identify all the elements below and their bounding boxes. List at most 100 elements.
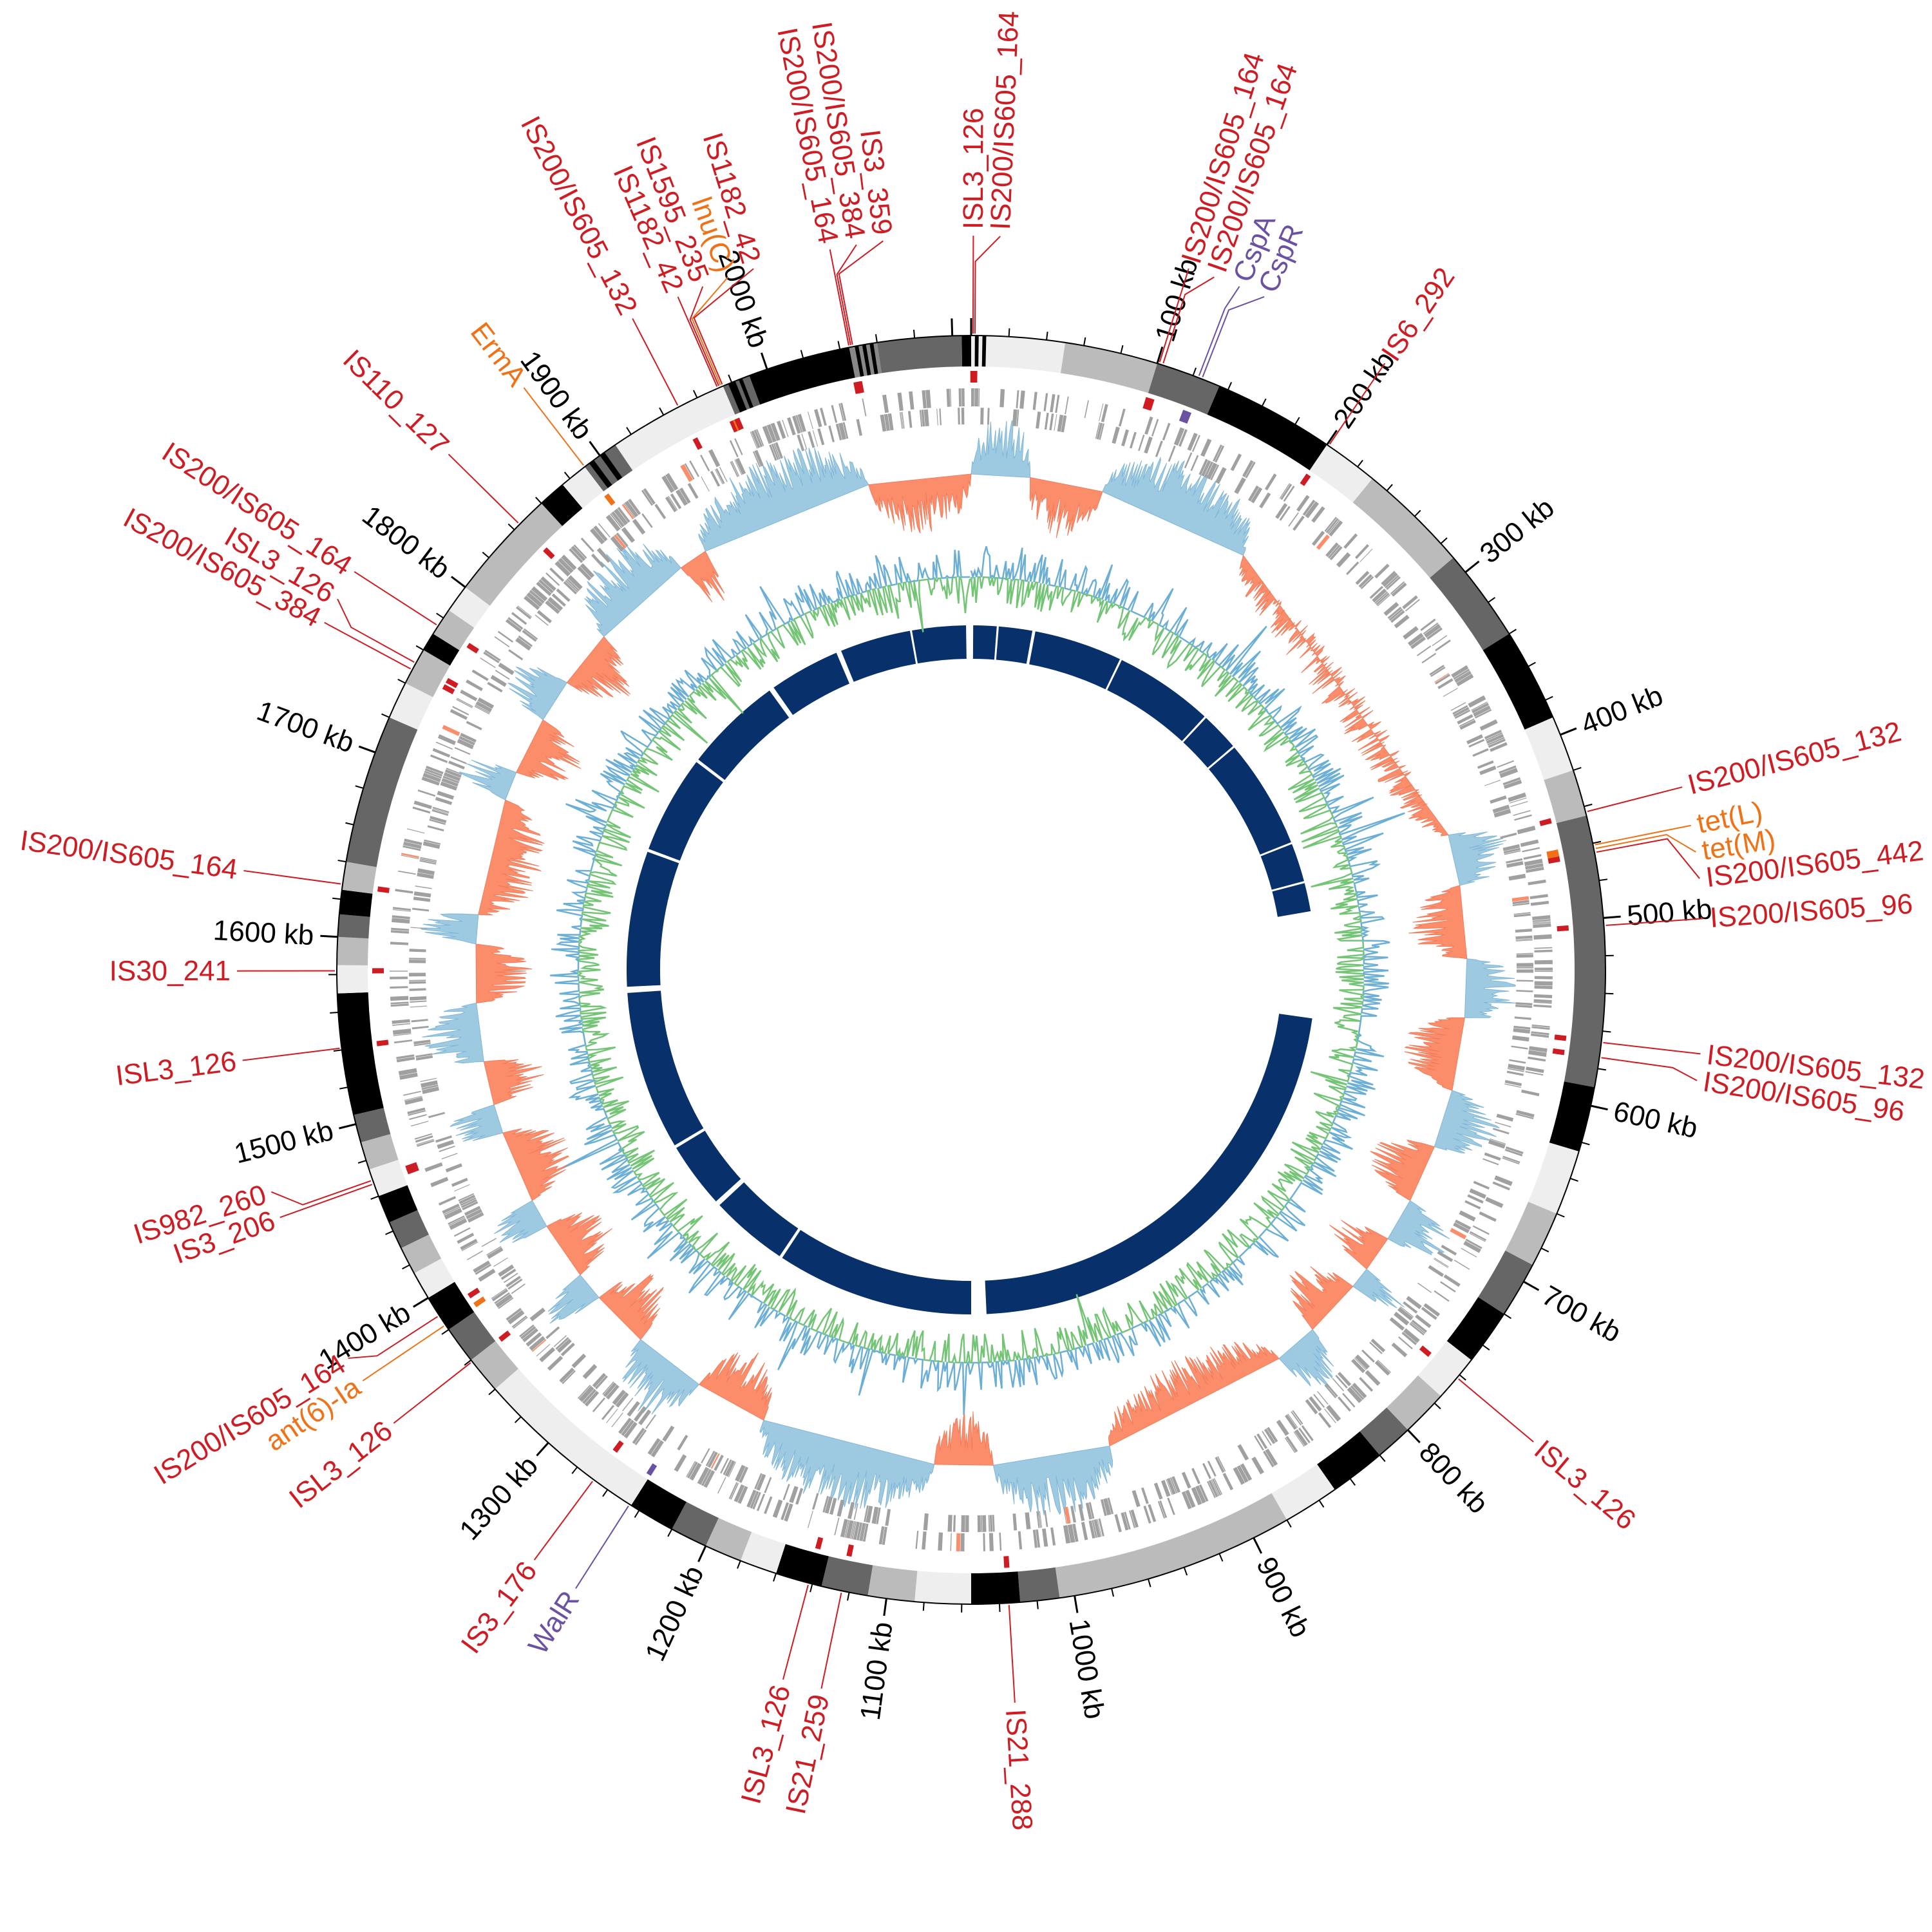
- gene-block: [680, 464, 694, 482]
- gene-block: [473, 1260, 491, 1273]
- minor-tick: [482, 551, 489, 558]
- gc-skew-negative: [483, 1059, 544, 1106]
- gc-skew-negative: [502, 1128, 569, 1201]
- feature-connector: [1458, 1378, 1534, 1443]
- gene-block: [459, 1195, 476, 1204]
- gene-block: [633, 1406, 647, 1422]
- contig-band: [728, 381, 747, 413]
- gc-skew-negative: [515, 719, 582, 781]
- minor-tick: [847, 1592, 850, 1601]
- gene-block: [432, 806, 450, 813]
- gene-block: [797, 434, 805, 451]
- gene-block: [415, 886, 432, 889]
- gene-block: [474, 706, 490, 715]
- gene-block: [565, 580, 578, 593]
- gene-block: [862, 1523, 869, 1542]
- gene-block: [1397, 1307, 1414, 1321]
- gene-block: [1279, 506, 1291, 521]
- contig-band: [584, 444, 633, 491]
- gene-block: [1440, 1281, 1456, 1293]
- minor-tick: [333, 1049, 343, 1052]
- gene-block: [1513, 810, 1531, 817]
- gene-block: [1144, 416, 1153, 435]
- gene-block: [808, 431, 815, 448]
- minor-tick: [728, 374, 733, 383]
- gene-block: [817, 428, 825, 446]
- minor-tick: [1227, 382, 1233, 390]
- gene-block: [535, 614, 549, 626]
- gene-block: [1457, 714, 1473, 724]
- gene-block: [882, 1526, 887, 1545]
- gene-block: [795, 1488, 804, 1505]
- gene-block: [1533, 934, 1552, 940]
- gene-block: [1503, 848, 1520, 854]
- gene-block: [705, 1450, 715, 1466]
- gene-block: [621, 504, 634, 520]
- gene-block: [623, 503, 635, 518]
- gene-block: [1037, 1511, 1041, 1528]
- minor-tick: [1599, 878, 1608, 882]
- gene-block: [1437, 678, 1454, 690]
- gene-block: [391, 927, 410, 931]
- gene-block: [1386, 576, 1401, 591]
- gene-block: [1385, 574, 1399, 589]
- feature-marker: [1548, 856, 1560, 864]
- gene-block: [1479, 765, 1497, 775]
- feature-marker: [467, 1287, 480, 1299]
- gene-block: [1325, 542, 1339, 558]
- gene-block: [536, 582, 552, 596]
- gene-block: [438, 1196, 457, 1206]
- gc-skew-negative: [566, 636, 631, 698]
- gene-block: [1100, 1499, 1107, 1517]
- gene-block: [665, 473, 679, 491]
- core-genome-block: [841, 630, 916, 682]
- gene-block: [390, 1001, 409, 1005]
- gene-block: [480, 658, 496, 668]
- gene-block: [475, 1264, 492, 1275]
- gene-block: [406, 828, 425, 834]
- gene-block: [1259, 492, 1271, 509]
- contig-band: [1317, 1431, 1380, 1490]
- gene-block: [1329, 520, 1343, 537]
- gene-block: [1374, 1360, 1390, 1376]
- minor-tick: [1046, 331, 1048, 341]
- core-genome-block: [626, 851, 679, 987]
- gc-skew-negative: [1408, 885, 1468, 960]
- gene-block: [735, 457, 746, 475]
- gene-block: [529, 1307, 545, 1321]
- gene-block: [1434, 1290, 1450, 1302]
- gene-block: [1039, 1511, 1043, 1528]
- gene-block: [856, 1522, 863, 1541]
- feature-connector: [271, 1180, 372, 1206]
- feature-marker: [846, 1544, 854, 1557]
- gene-block: [598, 523, 611, 538]
- gene-block: [1262, 1430, 1272, 1446]
- gene-block: [624, 500, 639, 518]
- gene-block: [444, 769, 462, 778]
- gene-block: [1342, 1392, 1356, 1408]
- gene-block: [1012, 1513, 1018, 1531]
- gene-block: [1264, 1428, 1276, 1444]
- feature-connector: [324, 621, 412, 670]
- gene-block: [1215, 445, 1225, 463]
- gene-block: [1391, 1342, 1408, 1358]
- feature-marker: [442, 684, 455, 695]
- feature-marker: [466, 643, 479, 654]
- gene-block: [1096, 422, 1103, 440]
- contig-band: [495, 1368, 648, 1506]
- tick-label: 500 kb: [1626, 893, 1714, 932]
- minor-tick: [1569, 1177, 1578, 1182]
- gene-block: [899, 412, 903, 429]
- feature-connector: [362, 1325, 444, 1381]
- gene-block: [511, 1283, 526, 1294]
- gene-block: [611, 1412, 623, 1428]
- gene-block: [1472, 703, 1489, 714]
- gene-block: [1465, 1238, 1482, 1249]
- gene-block: [1526, 1066, 1544, 1074]
- gene-block: [435, 797, 453, 805]
- gene-block: [1434, 672, 1450, 683]
- gene-block: [1107, 1497, 1114, 1515]
- gene-block: [876, 1507, 881, 1524]
- minor-tick: [1592, 840, 1602, 844]
- gene-block: [459, 735, 475, 746]
